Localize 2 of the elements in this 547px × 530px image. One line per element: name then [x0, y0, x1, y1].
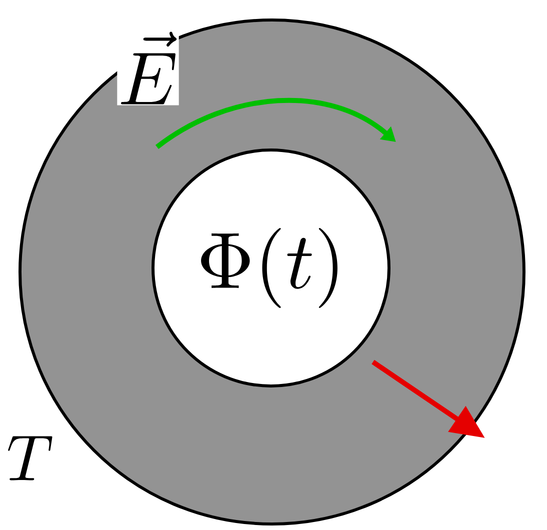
label: $\vec{E}$	[117, 30, 179, 106]
label: $T$	[8, 436, 52, 480]
